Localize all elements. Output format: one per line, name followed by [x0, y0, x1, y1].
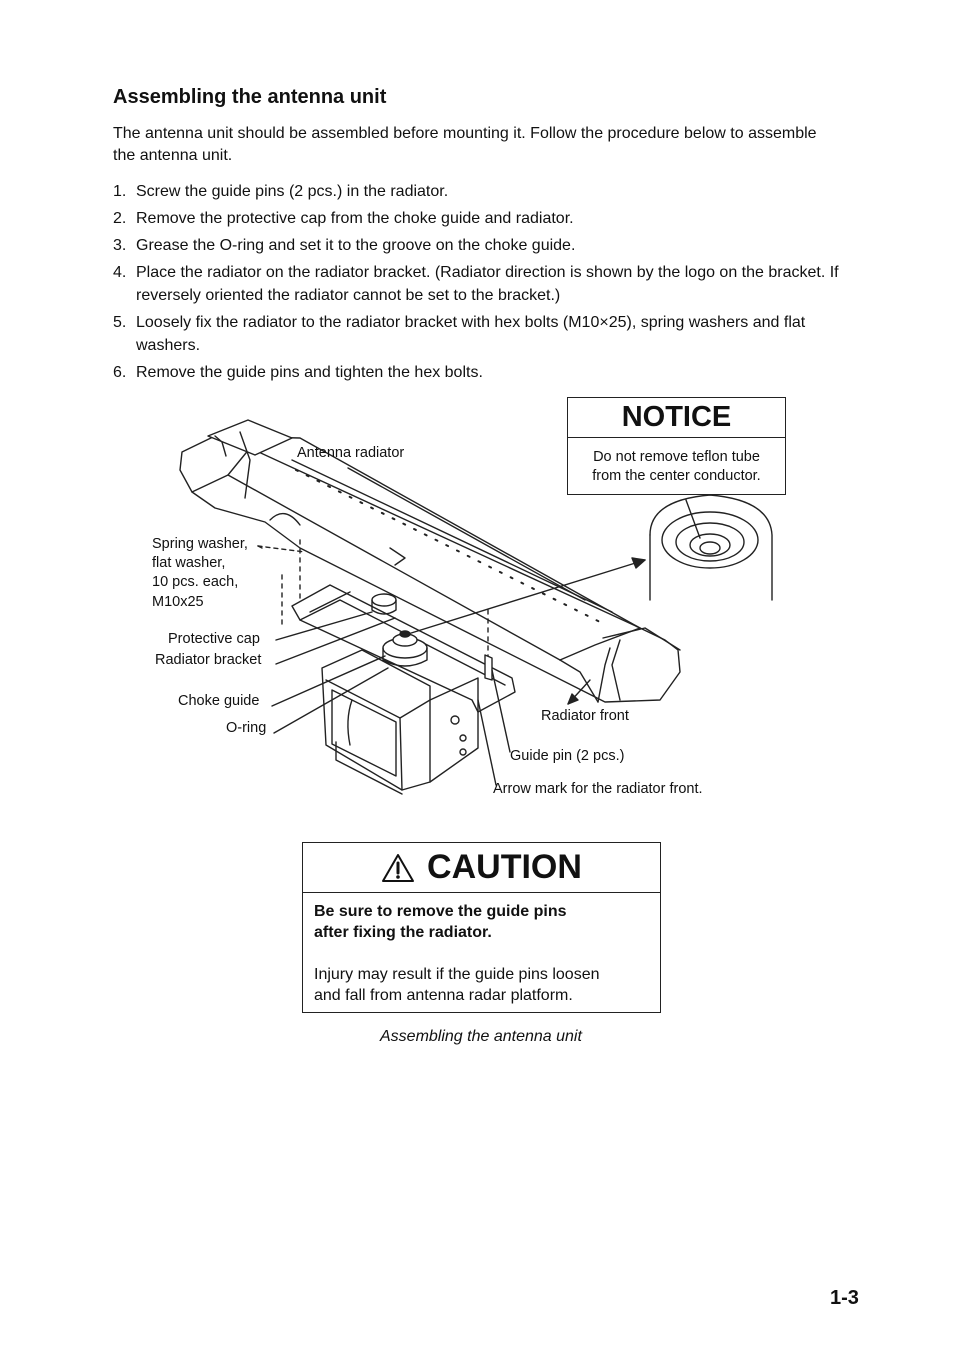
notice-text-line: from the center conductor.	[592, 468, 761, 484]
step-item: 6.Remove the guide pins and tighten the …	[113, 364, 483, 381]
label-choke-guide: Choke guide	[178, 693, 260, 709]
label-m10x25: M10x25	[152, 594, 204, 610]
label-pcs-each: 10 pcs. each,	[152, 574, 239, 590]
label-flat-washer: flat washer,	[152, 555, 226, 571]
step-item: 1.Screw the guide pins (2 pcs.) in the r…	[113, 183, 449, 200]
caution-bold-line: Be sure to remove the guide pins	[314, 903, 567, 920]
caution-text-line: and fall from antenna radar platform.	[314, 987, 573, 1004]
step-item: 5.Loosely fix the radiator to the radiat…	[113, 314, 806, 354]
label-protective-cap: Protective cap	[168, 631, 260, 647]
caution-bold-line: after fixing the radiator.	[314, 924, 492, 941]
notice-text-line: Do not remove teflon tube	[593, 449, 760, 465]
warning-triangle-icon	[382, 853, 415, 882]
label-radiator-front: Radiator front	[541, 708, 629, 724]
step-item: 3.Grease the O-ring and set it to the gr…	[113, 237, 576, 254]
section-heading: Assembling the antenna unit	[113, 86, 387, 108]
step-item: 4.Place the radiator on the radiator bra…	[113, 264, 839, 304]
step-item: 2.Remove the protective cap from the cho…	[113, 210, 574, 227]
notice-box: NOTICE Do not remove teflon tube from th…	[567, 397, 786, 495]
label-arrow-mark: Arrow mark for the radiator front.	[493, 781, 703, 797]
caution-title: CAUTION	[427, 848, 582, 886]
label-o-ring: O-ring	[226, 720, 267, 736]
figure-caption: Assembling the antenna unit	[380, 1028, 582, 1045]
caution-box: CAUTION Be sure to remove the guide pins…	[302, 842, 661, 1013]
label-spring-washer: Spring washer,	[152, 536, 248, 552]
procedure-steps: 1.Screw the guide pins (2 pcs.) in the r…	[113, 180, 873, 388]
caution-text-line: Injury may result if the guide pins loos…	[314, 966, 600, 983]
intro-paragraph: The antenna unit should be assembled bef…	[113, 125, 817, 164]
label-radiator-bracket: Radiator bracket	[155, 652, 262, 668]
notice-title: NOTICE	[568, 398, 785, 438]
label-antenna-radiator: Antenna radiator	[297, 445, 405, 461]
label-guide-pin: Guide pin (2 pcs.)	[510, 748, 625, 764]
page-number: 1-3	[830, 1287, 859, 1309]
